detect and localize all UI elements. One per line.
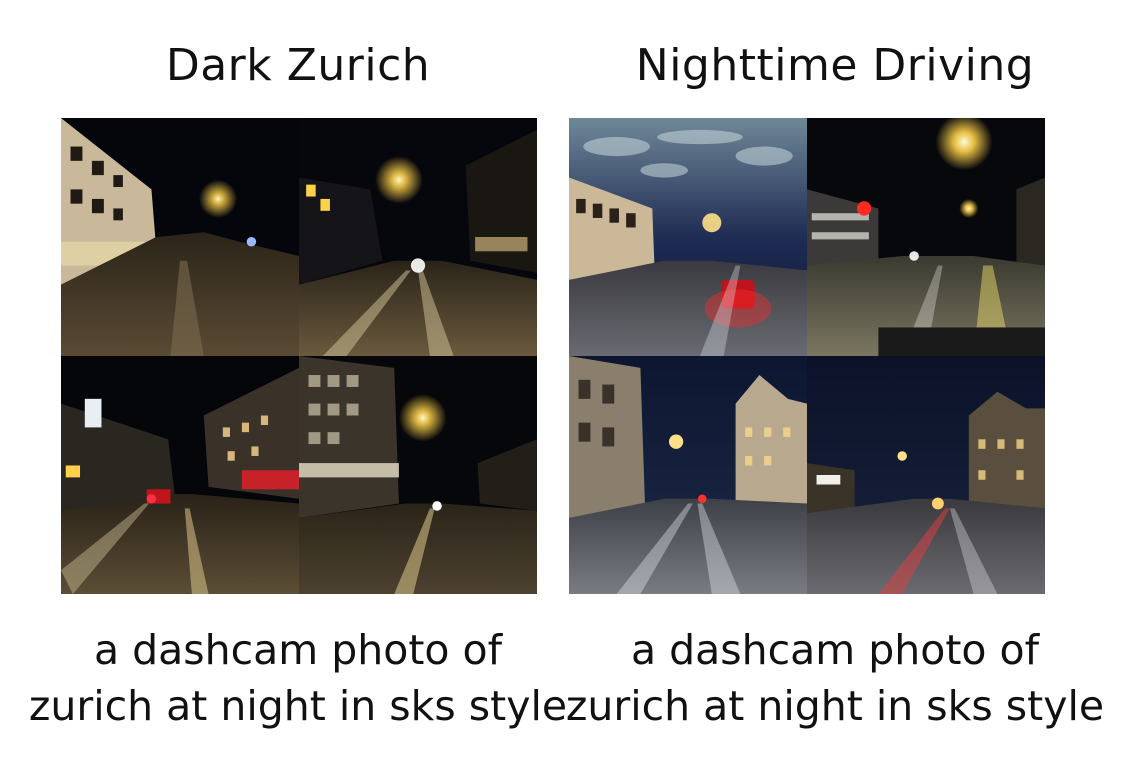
panel-title: Nighttime Driving: [635, 40, 1035, 91]
night-street-image: [299, 356, 537, 594]
image-tile: [569, 356, 807, 594]
image-tile: [61, 356, 299, 594]
image-tile: [569, 118, 807, 356]
image-tile: [807, 356, 1045, 594]
caption-line: a dashcam photo of: [93, 626, 503, 674]
image-tile: [299, 356, 537, 594]
panel-nighttime-driving: Nighttime Driving: [565, 0, 1105, 768]
caption-line: a dashcam photo of: [630, 626, 1040, 674]
night-street-image: [569, 356, 807, 594]
caption-line: zurich at night in sks style: [28, 682, 568, 730]
image-grid: [569, 118, 1045, 594]
image-tile: [299, 118, 537, 356]
night-street-image: [807, 356, 1045, 594]
caption-line: zurich at night in sks style: [565, 682, 1105, 730]
night-street-image: [569, 118, 807, 356]
night-street-image: [807, 118, 1045, 356]
caption: a dashcam photo of zurich at night in sk…: [10, 622, 586, 734]
night-street-image: [299, 118, 537, 356]
night-street-image: [61, 356, 299, 594]
night-street-image: [61, 118, 299, 356]
panel-dark-zurich: Dark Zurich: [28, 0, 568, 768]
image-tile: [61, 118, 299, 356]
panel-title: Dark Zurich: [165, 40, 431, 91]
image-tile: [807, 118, 1045, 356]
caption: a dashcam photo of zurich at night in sk…: [547, 622, 1123, 734]
image-grid: [61, 118, 537, 594]
